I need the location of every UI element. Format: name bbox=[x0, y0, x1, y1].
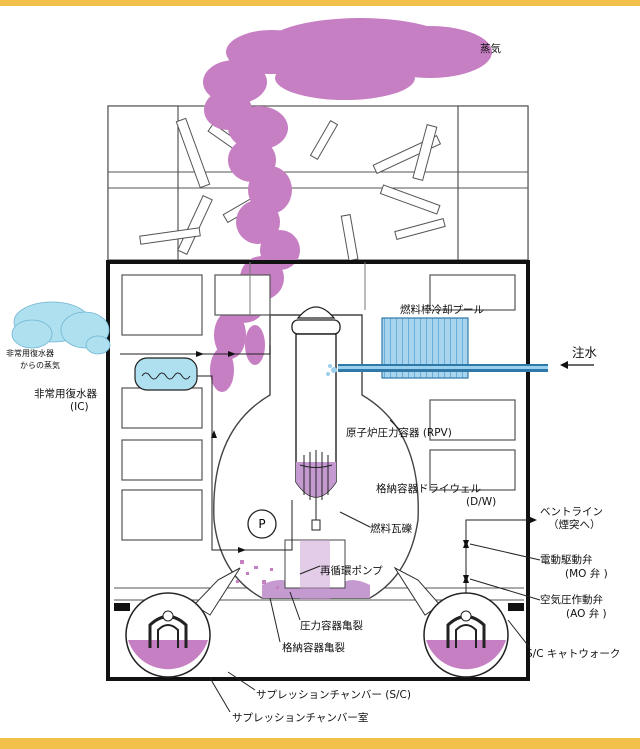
upper-building-ruins bbox=[107, 105, 529, 262]
leader-lines bbox=[209, 419, 541, 713]
label-fuel-debris: 燃料瓦礫 bbox=[370, 522, 412, 535]
label-ao-valve-abbr: (AO 弁 ) bbox=[566, 607, 607, 620]
label-recirc-pump: 再循環ポンプ bbox=[320, 564, 383, 577]
reactor-building-wall bbox=[106, 260, 530, 681]
interior-rooms bbox=[114, 262, 524, 611]
injection-pipe bbox=[326, 364, 548, 376]
label-fuel-pool: 燃料棒冷却プール bbox=[400, 303, 484, 316]
label-suppression-room: サプレッションチャンバー室 bbox=[232, 711, 368, 724]
top-accent-bar bbox=[0, 0, 640, 6]
label-drywell: 格納容器ドライウェル bbox=[376, 482, 481, 495]
suppression-chamber-right bbox=[423, 592, 509, 678]
steam-plume bbox=[203, 18, 492, 392]
label-steam: 蒸気 bbox=[480, 42, 501, 55]
label-vent-line: ベントライン bbox=[540, 506, 603, 518]
ic-coil bbox=[141, 372, 191, 380]
ic-steam-cloud bbox=[11, 301, 111, 355]
label-ic-abbr: (IC) bbox=[70, 401, 89, 413]
label-ic-steam-2: からの蒸気 bbox=[20, 360, 60, 370]
label-water-injection: 注水 bbox=[572, 345, 598, 360]
pump-letter: P bbox=[258, 517, 265, 531]
ic-tank bbox=[134, 357, 198, 391]
label-sc-catwalk: S/C キャトウォーク bbox=[526, 648, 620, 660]
label-mo-valve: 電動駆動弁 bbox=[540, 553, 593, 566]
label-vent-line-sub: （煙突へ） bbox=[548, 518, 601, 531]
recirc-pump bbox=[247, 509, 277, 539]
label-ao-valve: 空気圧作動弁 bbox=[540, 593, 603, 606]
label-suppression-chamber: サプレッションチャンバー (S/C) bbox=[256, 689, 411, 701]
label-rpv-crack: 圧力容器亀裂 bbox=[300, 619, 363, 632]
rpv-vessel bbox=[291, 306, 341, 531]
label-mo-valve-abbr: (MO 弁 ) bbox=[565, 567, 608, 580]
label-ic-steam: 非常用復水器 bbox=[6, 348, 54, 358]
label-rpv: 原子炉圧力容器 (RPV) bbox=[346, 426, 452, 439]
label-pcv-crack: 格納容器亀裂 bbox=[282, 641, 345, 654]
bottom-accent-bar bbox=[0, 738, 640, 749]
suppression-chamber-left bbox=[125, 592, 211, 678]
label-ic: 非常用復水器 bbox=[34, 387, 97, 400]
label-drywell-abbr: (D/W) bbox=[466, 496, 496, 508]
vent-line bbox=[465, 519, 528, 593]
leak-debris bbox=[236, 560, 279, 589]
